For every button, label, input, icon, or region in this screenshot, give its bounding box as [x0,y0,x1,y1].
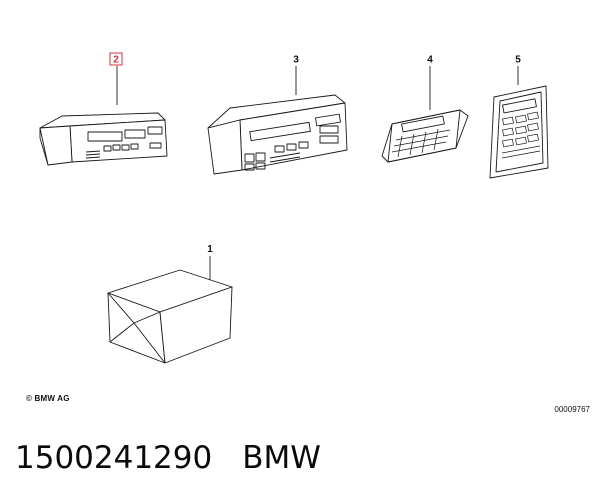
brand-name: BMW [242,440,321,476]
part-1-box [107,256,233,364]
part-3-control-unit [207,66,348,175]
drawing-id: 00009767 [554,405,590,414]
callout-5: 5 [515,55,521,66]
part-5-panel [489,66,549,179]
part-4-faceplate [381,66,469,163]
callout-1: 1 [207,244,213,255]
callout-4: 4 [427,55,433,66]
callout-3: 3 [293,55,299,66]
part-number-footer: 1500241290 BMW [15,440,321,476]
callout-2: 2 [113,55,119,66]
part-2-control-unit [39,66,168,166]
copyright-notice: © BMW AG [26,394,70,403]
callout-labels: 2 3 4 5 1 [109,52,521,255]
part-number: 1500241290 [15,440,213,476]
callout-2-highlight-box [109,52,123,66]
parts-diagram: 2 3 4 5 1 [39,52,549,364]
